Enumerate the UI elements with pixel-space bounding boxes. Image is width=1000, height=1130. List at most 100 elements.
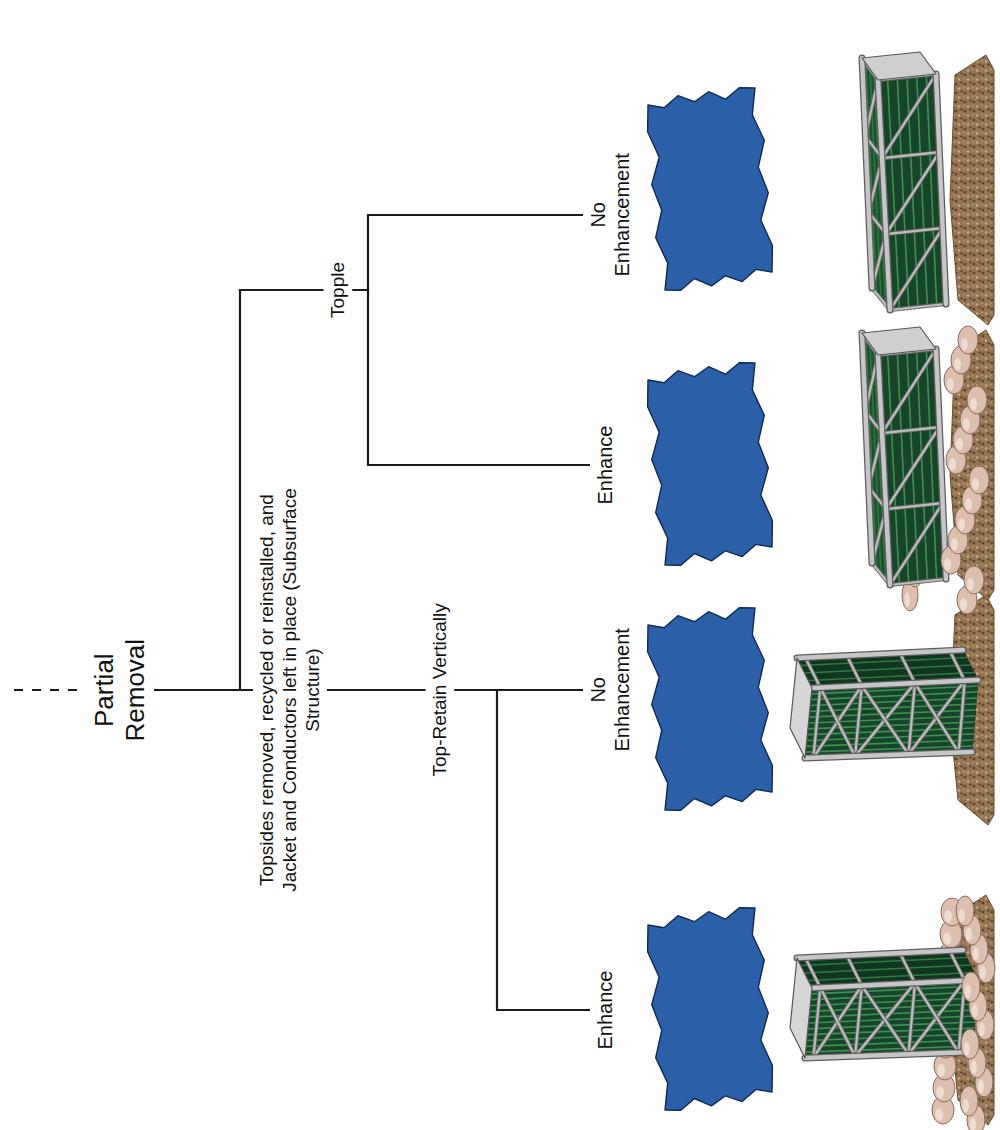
root-label: Partial Removal bbox=[86, 636, 154, 745]
option-label: Enhance bbox=[590, 968, 620, 1053]
rock-highlight bbox=[979, 1023, 985, 1037]
jacket-brace bbox=[882, 427, 939, 433]
conductor bbox=[917, 351, 928, 581]
jacket-brace bbox=[886, 228, 943, 234]
rock-highlight bbox=[963, 1099, 969, 1113]
dashed-parent-line bbox=[14, 689, 82, 691]
conductor bbox=[806, 1040, 973, 1046]
jacket-brace bbox=[909, 981, 965, 1055]
rock-highlight bbox=[963, 418, 970, 431]
jacket-brace bbox=[909, 681, 965, 755]
conductor bbox=[805, 665, 971, 673]
jacket-brace bbox=[813, 686, 861, 758]
jacket-brace bbox=[909, 981, 965, 1055]
jacket-leg bbox=[862, 333, 872, 563]
node-text: Partial Removal bbox=[89, 639, 151, 742]
jacket-brace bbox=[890, 304, 946, 310]
jacket-brace bbox=[813, 986, 861, 1058]
rock-highlight bbox=[904, 593, 910, 607]
jacket-brace bbox=[900, 653, 915, 683]
conductor bbox=[805, 965, 971, 973]
seabed-gravel bbox=[950, 55, 994, 325]
jacket-brace bbox=[862, 686, 909, 755]
water-surface bbox=[648, 908, 773, 1110]
jacket-brace bbox=[909, 683, 915, 754]
jacket-brace bbox=[886, 503, 943, 509]
jacket-front bbox=[805, 680, 978, 758]
jacket-brace bbox=[855, 983, 915, 1056]
jacket-brace bbox=[890, 228, 943, 310]
rock-highlight bbox=[966, 928, 972, 942]
rock-highlight bbox=[954, 358, 961, 371]
jacket-brace bbox=[882, 349, 936, 433]
jacket-brace bbox=[882, 349, 936, 433]
rock-highlight bbox=[965, 985, 971, 999]
jacket-leg bbox=[878, 80, 890, 310]
node-text: Enhance bbox=[593, 971, 617, 1050]
node-text: No Enhancement bbox=[586, 628, 634, 751]
jacket-brace bbox=[855, 683, 915, 756]
jacket-leg bbox=[797, 950, 963, 958]
jacket-brace bbox=[855, 683, 915, 756]
rock bbox=[969, 466, 989, 494]
jacket-leg bbox=[878, 355, 890, 585]
conductor bbox=[806, 740, 973, 746]
jacket-brace bbox=[813, 986, 861, 1058]
jacket-brace bbox=[886, 503, 943, 509]
jacket-brace bbox=[882, 152, 939, 158]
branch-label: Top-Retain Vertically bbox=[426, 600, 455, 779]
jacket-brace bbox=[862, 686, 909, 755]
jacket-brace bbox=[862, 986, 909, 1055]
jacket-brace bbox=[882, 152, 939, 158]
option-label: No Enhancement bbox=[583, 625, 637, 754]
jacket-brace bbox=[890, 503, 943, 585]
tree-connector bbox=[455, 690, 591, 1010]
rock-highlight bbox=[973, 947, 979, 961]
jacket-leg bbox=[812, 980, 978, 988]
jacket-brace bbox=[820, 688, 855, 757]
option-label: Enhance bbox=[590, 423, 620, 508]
rock-highlight bbox=[970, 1118, 976, 1130]
rock-highlight bbox=[949, 458, 956, 471]
jacket-side bbox=[797, 650, 978, 688]
rock bbox=[956, 896, 974, 926]
jacket-leg bbox=[797, 650, 963, 658]
water-surface bbox=[648, 363, 773, 566]
rock-highlight bbox=[972, 1004, 978, 1018]
jacket-brace bbox=[950, 651, 965, 681]
jacket-front bbox=[878, 74, 946, 310]
water-surface bbox=[648, 608, 773, 811]
rock-highlight bbox=[947, 378, 954, 391]
rock bbox=[962, 972, 980, 1002]
jacket-leg bbox=[862, 333, 872, 563]
jacket-brace bbox=[890, 579, 946, 585]
jacket-top-cap bbox=[790, 958, 812, 1058]
jacket-brace bbox=[847, 956, 862, 986]
jacket-brace bbox=[855, 983, 915, 1056]
jacket-brace bbox=[813, 686, 861, 758]
jacket-brace bbox=[847, 656, 862, 686]
rock-highlight bbox=[978, 1080, 984, 1094]
rock-highlight bbox=[965, 498, 972, 511]
jacket-brace bbox=[882, 74, 936, 158]
rock bbox=[960, 1086, 978, 1116]
jacket-brace bbox=[900, 653, 915, 683]
jacket-brace bbox=[950, 651, 965, 681]
rock-highlight bbox=[935, 1108, 943, 1121]
node-text: Topple bbox=[327, 262, 350, 318]
option-label: No Enhancement bbox=[583, 150, 637, 279]
tree-connector bbox=[353, 215, 584, 290]
jacket-brace bbox=[890, 304, 946, 310]
node-text: No Enhancement bbox=[586, 153, 634, 276]
rock-highlight bbox=[980, 966, 986, 980]
rock-highlight bbox=[944, 558, 951, 571]
tree-connector bbox=[327, 689, 426, 691]
tree-connector bbox=[455, 689, 584, 691]
rock-highlight bbox=[936, 1086, 944, 1099]
jacket-leg bbox=[862, 58, 872, 288]
jacket-brace bbox=[890, 228, 943, 310]
jacket-brace bbox=[890, 579, 946, 585]
